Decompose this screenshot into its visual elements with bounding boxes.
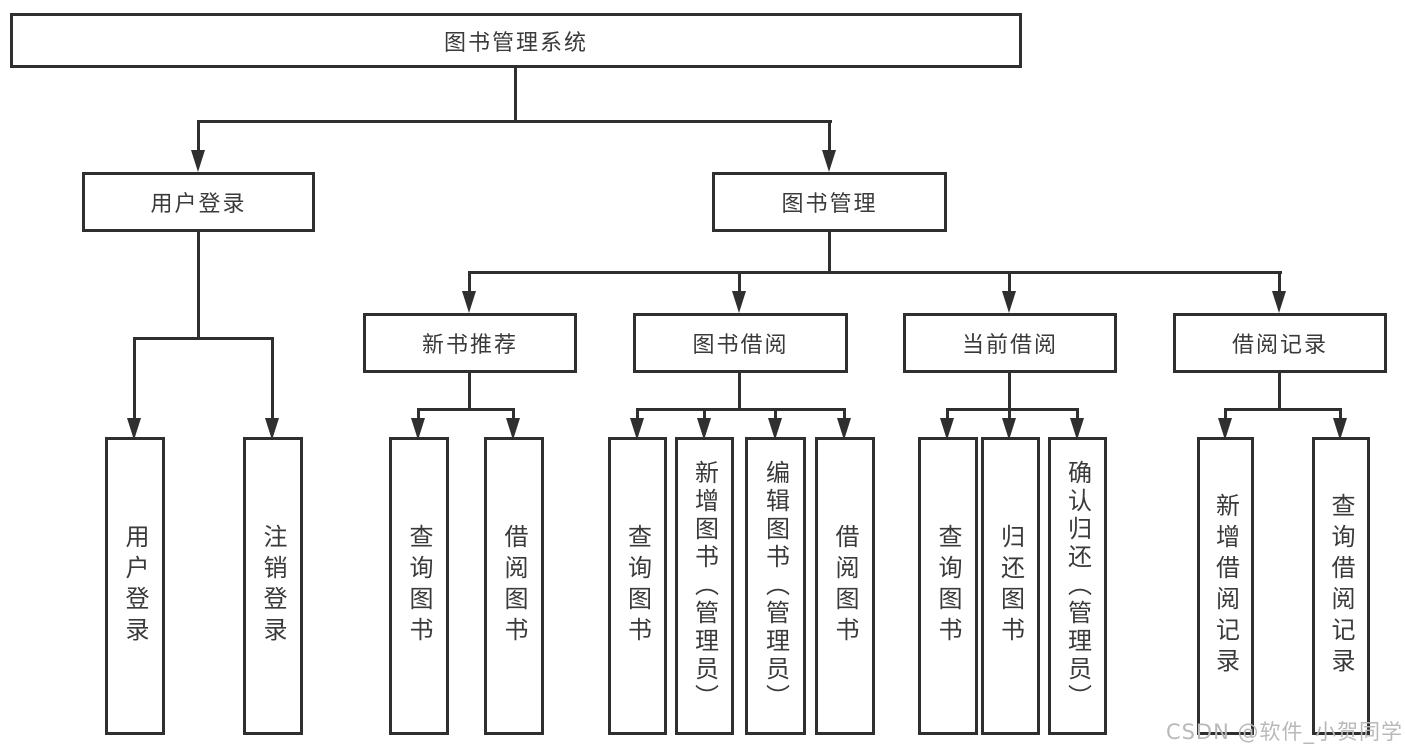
node-user-login-label: 用户登录 — [150, 192, 247, 217]
node-user-login: 用户登录 — [82, 172, 315, 232]
connector-arrowhead — [506, 418, 520, 440]
connector-line — [1278, 271, 1281, 293]
connector-line — [636, 408, 846, 411]
connector-line — [843, 408, 846, 422]
connector-arrowhead — [837, 418, 851, 440]
connector-line — [133, 337, 274, 340]
leaf-borrow-books-1: 借阅图书 — [484, 437, 544, 735]
leaf-add-borrow-record-label: 新增借阅记录 — [1211, 493, 1240, 679]
connector-line — [197, 232, 200, 340]
connector-arrowhead — [630, 418, 644, 440]
node-root: 图书管理系统 — [10, 13, 1022, 68]
node-new-book-recommend-label: 新书推荐 — [421, 333, 518, 358]
leaf-edit-books-admin-label: 编辑图书（管理员） — [761, 460, 790, 712]
node-book-borrow: 图书借阅 — [633, 313, 848, 373]
connector-line — [946, 408, 949, 422]
leaf-logout: 注销登录 — [243, 437, 303, 735]
connector-line — [1224, 408, 1342, 411]
connector-line — [417, 408, 515, 411]
connector-line — [946, 408, 1079, 411]
leaf-add-books-admin-label: 新增图书（管理员） — [690, 460, 719, 712]
leaf-user-login: 用户登录 — [105, 437, 165, 735]
node-current-borrow: 当前借阅 — [903, 313, 1117, 373]
connector-arrowhead — [1218, 418, 1232, 440]
connector-line — [271, 337, 274, 420]
node-book-borrow-label: 图书借阅 — [692, 333, 789, 358]
connector-line — [197, 120, 832, 123]
leaf-query-books-3-label: 查询图书 — [934, 524, 962, 648]
leaf-logout-label: 注销登录 — [259, 524, 287, 648]
connector-line — [133, 337, 136, 420]
connector-arrowhead — [127, 418, 141, 440]
connector-line — [1008, 271, 1011, 293]
connector-arrowhead — [265, 418, 279, 440]
connector-line — [828, 232, 831, 274]
connector-arrowhead — [732, 291, 746, 313]
connector-line — [1008, 373, 1011, 411]
leaf-user-login-label: 用户登录 — [121, 524, 149, 648]
connector-line — [468, 271, 1282, 274]
leaf-return-books-label: 归还图书 — [996, 524, 1025, 648]
leaf-query-books-2: 查询图书 — [608, 437, 667, 735]
connector-line — [1339, 408, 1342, 422]
leaf-confirm-return-admin: 确认归还（管理员） — [1048, 437, 1107, 735]
leaf-query-books-2-label: 查询图书 — [623, 524, 652, 648]
connector-line — [417, 408, 420, 422]
connector-line — [197, 120, 200, 152]
connector-arrowhead — [1070, 418, 1084, 440]
leaf-edit-books-admin: 编辑图书（管理员） — [745, 437, 806, 735]
connector-line — [738, 373, 741, 411]
connector-arrowhead — [697, 418, 711, 440]
leaf-borrow-books-2: 借阅图书 — [815, 437, 875, 735]
node-borrow-records: 借阅记录 — [1173, 313, 1387, 373]
connector-line — [468, 271, 471, 293]
connector-arrowhead — [822, 150, 836, 172]
leaf-query-books-1: 查询图书 — [389, 437, 449, 735]
leaf-query-books-1-label: 查询图书 — [405, 524, 433, 648]
leaf-query-books-3: 查询图书 — [918, 437, 978, 735]
leaf-add-borrow-record: 新增借阅记录 — [1197, 437, 1254, 735]
leaf-confirm-return-admin-label: 确认归还（管理员） — [1063, 460, 1092, 712]
connector-arrowhead — [411, 418, 425, 440]
connector-line — [1224, 408, 1227, 422]
connector-arrowhead — [940, 418, 954, 440]
node-root-label: 图书管理系统 — [443, 30, 588, 56]
leaf-return-books: 归还图书 — [981, 437, 1040, 735]
node-book-management: 图书管理 — [712, 172, 947, 232]
leaf-add-books-admin: 新增图书（管理员） — [675, 437, 734, 735]
connector-arrowhead — [768, 418, 782, 440]
connector-line — [1008, 408, 1011, 422]
connector-line — [738, 271, 741, 293]
connector-arrowhead — [191, 150, 205, 172]
connector-line — [828, 120, 831, 152]
connector-line — [636, 408, 639, 422]
connector-arrowhead — [462, 291, 476, 313]
connector-line — [703, 408, 706, 422]
node-current-borrow-label: 当前借阅 — [961, 333, 1058, 358]
connector-arrowhead — [1333, 418, 1347, 440]
leaf-query-borrow-record-label: 查询借阅记录 — [1327, 493, 1355, 679]
connector-line — [468, 373, 471, 411]
connector-line — [1076, 408, 1079, 422]
node-borrow-records-label: 借阅记录 — [1231, 333, 1328, 358]
connector-line — [1278, 373, 1281, 411]
connector-arrowhead — [1272, 291, 1286, 313]
connector-arrowhead — [1002, 291, 1016, 313]
leaf-query-borrow-record: 查询借阅记录 — [1312, 437, 1370, 735]
node-new-book-recommend: 新书推荐 — [363, 313, 577, 373]
leaf-borrow-books-2-label: 借阅图书 — [831, 524, 859, 648]
csdn-watermark: CSDN @软件_小贺同学 — [1165, 720, 1403, 744]
node-book-management-label: 图书管理 — [781, 192, 878, 217]
connector-line — [512, 408, 515, 422]
connector-line — [774, 408, 777, 422]
leaf-borrow-books-1-label: 借阅图书 — [500, 524, 528, 648]
connector-line — [514, 68, 517, 123]
connector-arrowhead — [1002, 418, 1016, 440]
